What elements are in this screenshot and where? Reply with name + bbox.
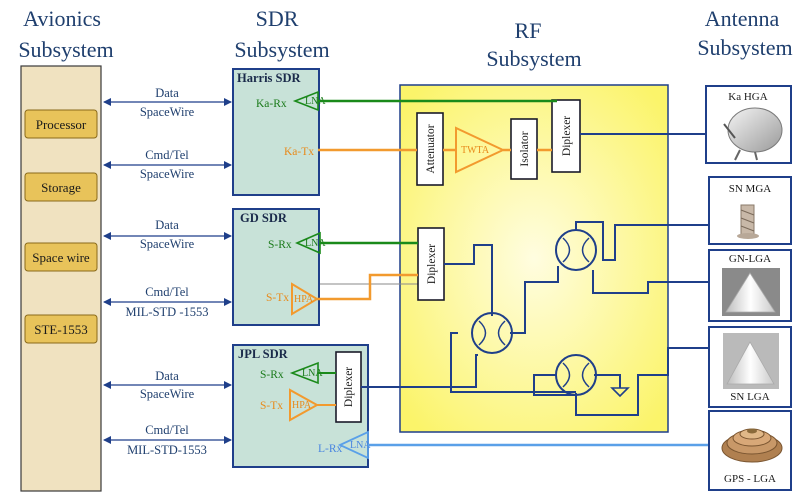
rf-switch-lower xyxy=(555,354,597,396)
harris-sdr: Harris SDR Ka-Rx LNA Ka-Tx xyxy=(232,68,326,196)
svg-text:Space wire: Space wire xyxy=(32,250,90,265)
rf-switch-middle xyxy=(471,312,513,354)
svg-text:LNA: LNA xyxy=(302,368,323,379)
jpl-hpa-amp: HPA xyxy=(289,388,320,422)
svg-text:SpaceWire: SpaceWire xyxy=(140,387,195,401)
rf-switch-upper xyxy=(555,229,597,271)
bus-gd-cmd: Cmd/Tel MIL-STD -1553 xyxy=(103,285,232,319)
antenna-ka-hga: Ka HGA xyxy=(705,85,792,164)
harris-sdr-title: Harris SDR xyxy=(237,71,302,85)
bus-gd-data: Data SpaceWire xyxy=(103,218,232,251)
svg-text:LNA: LNA xyxy=(305,96,326,107)
jpl-sdr: JPL SDR S-Rx LNA S-Tx HPA Diplexer L-Rx … xyxy=(232,344,371,468)
header-avionics-line1: Avionics xyxy=(23,6,101,31)
helix-antenna-icon xyxy=(737,204,759,239)
jpl-s-tx-label: S-Tx xyxy=(260,400,283,412)
svg-text:Cmd/Tel: Cmd/Tel xyxy=(145,148,189,162)
svg-text:STE-1553: STE-1553 xyxy=(34,322,87,337)
choke-ring-antenna-icon xyxy=(721,428,783,463)
svg-text:Storage: Storage xyxy=(41,180,81,195)
svg-text:SN LGA: SN LGA xyxy=(730,391,769,403)
dish-antenna-icon xyxy=(723,107,783,161)
bus-jpl-data: Data SpaceWire xyxy=(103,369,232,401)
rf-isolator: Isolator xyxy=(510,118,538,180)
rf-attenuator: Attenuator xyxy=(416,112,444,186)
header-antenna: Antenna Subsystem xyxy=(697,6,792,60)
cone-antenna-icon xyxy=(722,268,780,316)
bus-harris-data: Data SpaceWire xyxy=(103,86,232,119)
header-sdr-line2: Subsystem xyxy=(234,37,329,62)
svg-text:Diplexer: Diplexer xyxy=(561,116,573,156)
antenna-sn-mga: SN MGA xyxy=(708,176,792,245)
cone-antenna-icon xyxy=(723,333,779,389)
header-avionics-line2: Subsystem xyxy=(18,37,113,62)
svg-text:Data: Data xyxy=(155,86,179,100)
gd-sdr: GD SDR S-Rx LNA S-Tx HPA xyxy=(232,208,326,326)
svg-text:SpaceWire: SpaceWire xyxy=(140,237,195,251)
bus-jpl-cmd: Cmd/Tel MIL-STD-1553 xyxy=(103,423,232,457)
gd-tx-line xyxy=(317,273,418,301)
gd-hpa-amp: HPA xyxy=(291,282,319,316)
jpl-diplexer: Diplexer xyxy=(335,351,362,423)
header-rf-line2: Subsystem xyxy=(486,46,581,71)
svg-text:Diplexer: Diplexer xyxy=(343,367,355,407)
header-rf-line1: RF xyxy=(515,18,542,43)
avionics-item-processor: Processor xyxy=(24,109,98,139)
avionics-item-ste1553: STE-1553 xyxy=(24,314,98,344)
svg-text:Data: Data xyxy=(155,369,179,383)
rf-routing xyxy=(444,221,725,416)
rf-termination xyxy=(610,387,630,398)
gd-s-rx-label: S-Rx xyxy=(268,239,292,251)
svg-text:MIL-STD-1553: MIL-STD-1553 xyxy=(127,443,207,457)
header-antenna-line1: Antenna xyxy=(705,6,780,31)
header-sdr-line1: SDR xyxy=(256,6,299,31)
harris-ka-rx-label: Ka-Rx xyxy=(256,98,287,110)
svg-text:SN MGA: SN MGA xyxy=(729,183,772,195)
header-antenna-line2: Subsystem xyxy=(697,35,792,60)
jpl-s-rx-label: S-Rx xyxy=(260,369,284,381)
antenna-sn-lga: SN LGA xyxy=(708,326,792,408)
gd-s-tx-label: S-Tx xyxy=(266,292,289,304)
header-rf: RF Subsystem xyxy=(486,18,581,71)
svg-text:TWTA: TWTA xyxy=(461,145,490,156)
svg-text:SpaceWire: SpaceWire xyxy=(140,105,195,119)
avionics-item-storage: Storage xyxy=(24,172,98,202)
svg-text:SpaceWire: SpaceWire xyxy=(140,167,195,181)
rf-diplexer-mid: Diplexer xyxy=(417,227,445,301)
gd-sdr-title: GD SDR xyxy=(240,211,288,225)
jpl-diplexer-out xyxy=(361,354,478,388)
svg-text:Ka HGA: Ka HGA xyxy=(728,91,767,103)
svg-text:MIL-STD -1553: MIL-STD -1553 xyxy=(126,305,209,319)
svg-text:GPS - LGA: GPS - LGA xyxy=(724,473,776,485)
jpl-sdr-title: JPL SDR xyxy=(238,347,289,361)
rf-diplexer-top: Diplexer xyxy=(551,99,581,173)
svg-text:LNA: LNA xyxy=(305,238,326,249)
svg-text:GN-LGA: GN-LGA xyxy=(729,253,771,265)
svg-text:Cmd/Tel: Cmd/Tel xyxy=(145,423,189,437)
svg-text:LNA: LNA xyxy=(350,440,371,451)
svg-text:Cmd/Tel: Cmd/Tel xyxy=(145,285,189,299)
svg-text:Processor: Processor xyxy=(36,117,87,132)
antenna-gps-lga: GPS - LGA xyxy=(708,410,792,491)
svg-text:Data: Data xyxy=(155,218,179,232)
svg-text:Isolator: Isolator xyxy=(519,131,531,166)
bus-harris-cmd: Cmd/Tel SpaceWire xyxy=(103,148,232,181)
svg-text:Attenuator: Attenuator xyxy=(425,124,437,173)
svg-text:Diplexer: Diplexer xyxy=(426,244,438,284)
jpl-l-rx-label: L-Rx xyxy=(318,443,343,455)
harris-ka-tx-label: Ka-Tx xyxy=(284,146,314,158)
header-sdr: SDR Subsystem xyxy=(234,6,329,62)
avionics-item-spacewire: Space wire xyxy=(24,242,98,272)
svg-text:HPA: HPA xyxy=(294,294,314,305)
svg-text:HPA: HPA xyxy=(292,400,312,411)
antenna-gn-lga: GN-LGA xyxy=(708,249,792,322)
header-avionics: Avionics Subsystem xyxy=(18,6,113,62)
